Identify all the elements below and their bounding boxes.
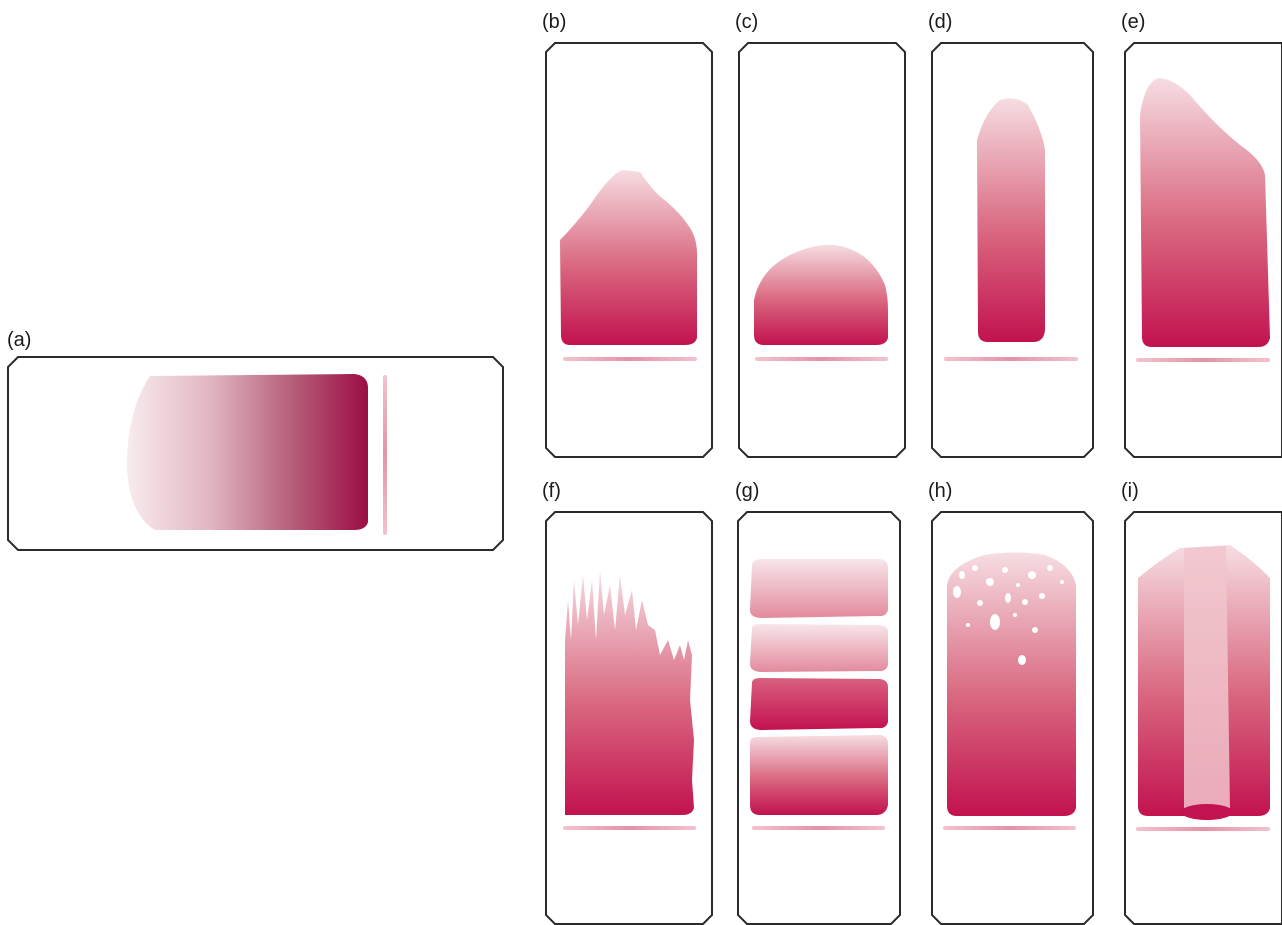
panel-label-b: (b) [542, 11, 567, 33]
origin-spot-i [1181, 804, 1233, 820]
solvent-front-line-i [1136, 827, 1270, 831]
sample-band-d [977, 98, 1045, 342]
solvent-front-line-h [943, 826, 1076, 830]
solvent-front-line-a [383, 375, 387, 535]
panel-e [1124, 42, 1282, 458]
panel-label-a: (a) [7, 329, 32, 351]
sample-band-e [1140, 78, 1270, 347]
sample-band-g-2 [750, 624, 888, 672]
panel-f [545, 511, 713, 925]
panel-label-d: (d) [928, 11, 953, 33]
sample-band-c [754, 244, 888, 345]
panel-a [7, 356, 504, 551]
sample-band-g-1 [750, 559, 888, 618]
panel-label-c: (c) [735, 11, 759, 33]
panel-c [738, 42, 906, 458]
sample-band-h [947, 552, 1076, 816]
solvent-front-line-e [1136, 358, 1270, 362]
panel-h [931, 511, 1094, 925]
panel-d [931, 42, 1094, 458]
panel-label-f: (f) [542, 480, 561, 502]
panel-b [545, 42, 713, 458]
panel-label-i: (i) [1121, 480, 1139, 502]
sample-band-b [560, 170, 698, 345]
panel-label-g: (g) [735, 480, 760, 502]
sample-band-f [565, 570, 694, 815]
bubble-spots-h [953, 565, 1064, 665]
solvent-front-line-f [563, 826, 696, 830]
panel-g [737, 511, 901, 925]
solvent-front-line-b [563, 357, 697, 361]
sample-band-g-4 [750, 735, 888, 815]
panel-label-h: (h) [928, 480, 953, 502]
central-streak-i [1184, 546, 1230, 808]
solvent-front-line-g [752, 826, 885, 830]
sample-band-a [126, 374, 369, 530]
panel-i [1124, 511, 1282, 925]
solvent-front-line-c [755, 357, 888, 361]
solvent-front-line-d [944, 357, 1078, 361]
sample-band-g-3 [750, 678, 888, 730]
panel-label-e: (e) [1121, 11, 1146, 33]
